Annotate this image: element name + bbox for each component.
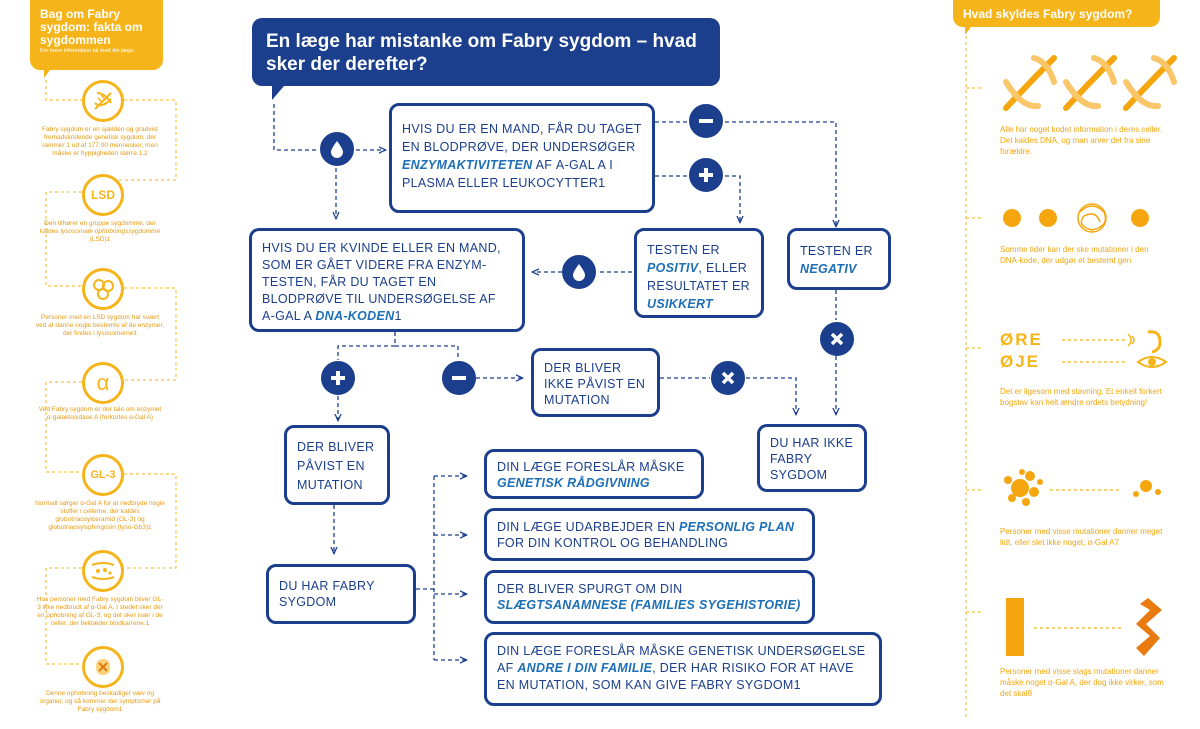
box-fabry: Du har Fabry sygdom xyxy=(266,564,416,624)
left-header-pointer xyxy=(44,70,56,78)
left-text-5: Normalt sørger α-Gal A for at nedbryde n… xyxy=(35,500,165,531)
left-text-1: Fabry sygdom er en sjælden og gradvist f… xyxy=(42,126,158,157)
box-blood-test-male: Hvis du er en mand, får du taget en blod… xyxy=(389,103,655,213)
lsd-icon: LSD xyxy=(82,174,124,216)
ear-icon xyxy=(1147,330,1162,354)
alpha-icon: α xyxy=(82,362,124,404)
left-header: Bag om Fabry sygdom: fakta om sygdommen … xyxy=(30,0,163,70)
left-text-6: Hos personer med Fabry sygdom bliver GL-… xyxy=(36,596,164,627)
vessel-icon xyxy=(82,550,124,592)
right-text-3: Det er ligesom med stavning. Et enkelt f… xyxy=(1000,387,1162,407)
right-header: Hvad skyldes Fabry sygdom? xyxy=(953,0,1160,27)
right-text-5: Personer med visse slags mutationer dann… xyxy=(1000,667,1164,698)
blood-drop-icon xyxy=(331,141,343,158)
left-text-4: Ved Fabry sygdom er der tale om enzymet … xyxy=(38,406,162,421)
gl3-icon: GL-3 xyxy=(82,454,124,496)
minus-circle-1 xyxy=(689,104,723,138)
right-text-2: Somme tider kan der ske mutationer i den… xyxy=(1000,245,1149,265)
plus-circle-2 xyxy=(321,361,355,395)
protein-fold-icon xyxy=(1006,598,1162,656)
word-ore: ØRE xyxy=(1000,330,1043,349)
header-pointer xyxy=(272,86,290,100)
header-bubble: En læge har mistanke om Fabry sygdom – h… xyxy=(252,18,720,86)
box-mutation-found: Der bliver påvist en mutation xyxy=(284,425,390,505)
box-test-positive: Testen er positiv, eller resultatet er u… xyxy=(634,228,764,318)
box-dna-test: Hvis du er kvinde eller en mand, som er … xyxy=(249,228,525,332)
left-text-7: Denne ophobning beskadiger væv og organe… xyxy=(39,690,161,713)
page-title: En læge har mistanke om Fabry sygdom – h… xyxy=(266,31,697,75)
box-no-mutation: Der bliver ikke påvist en mutation xyxy=(531,348,660,417)
box-test-negative: Testen er negativ xyxy=(787,228,891,290)
cells-icon xyxy=(82,268,124,310)
right-text-1: Alle har noget kodet information i deres… xyxy=(1000,125,1163,156)
cross-icon xyxy=(721,371,735,385)
organ-damage-icon xyxy=(82,646,124,688)
box-family-testing: Din læge foreslår måske genetisk undersø… xyxy=(484,632,882,706)
cross-icon xyxy=(830,332,844,346)
left-connectors xyxy=(45,80,177,665)
cross-circle-2 xyxy=(711,361,745,395)
enzyme-blob-icon xyxy=(1004,469,1161,506)
right-text-4: Personer med visse mutationer danner meg… xyxy=(1000,527,1163,547)
plus-circle-1 xyxy=(689,158,723,192)
box-personal-plan: Din læge udarbejder en personlig plan fo… xyxy=(484,508,815,561)
left-text-3: Personer med en LSD sygdom har svært ved… xyxy=(35,314,165,337)
plus-icon xyxy=(331,371,345,385)
blood-drop-circle-1 xyxy=(320,132,354,166)
mutation-dots-icon xyxy=(1003,203,1149,233)
word-oje: ØJE xyxy=(1000,352,1041,371)
ear-eye-icons xyxy=(1062,330,1168,368)
right-header-title: Hvad skyldes Fabry sygdom? xyxy=(963,7,1133,21)
minus-icon xyxy=(699,119,713,123)
box-no-fabry: Du har ikke Fabry sygdom xyxy=(757,424,867,492)
right-header-pointer xyxy=(965,27,977,35)
minus-icon xyxy=(452,376,466,380)
minus-circle-2 xyxy=(442,361,476,395)
left-header-title: Bag om Fabry sygdom: fakta om sygdommen xyxy=(40,7,143,47)
box-genetic-counselling: Din læge foreslår måske genetisk rådgivn… xyxy=(484,449,704,499)
blood-drop-circle-2 xyxy=(562,255,596,289)
box-family-history: Der bliver spurgt om din slægtsanamnese … xyxy=(484,570,815,624)
dna-strands-icon xyxy=(1003,55,1177,111)
left-header-subtitle: For mere information tal med din læge. xyxy=(40,48,135,54)
blood-drop-icon xyxy=(573,264,585,281)
left-text-2: Den tilhører en gruppe sygdomme, der kal… xyxy=(39,220,161,243)
dna-icon xyxy=(82,80,124,122)
right-connectors xyxy=(965,36,984,720)
eye-icon xyxy=(1136,356,1168,368)
plus-icon xyxy=(699,168,713,182)
cross-circle-1 xyxy=(820,322,854,356)
